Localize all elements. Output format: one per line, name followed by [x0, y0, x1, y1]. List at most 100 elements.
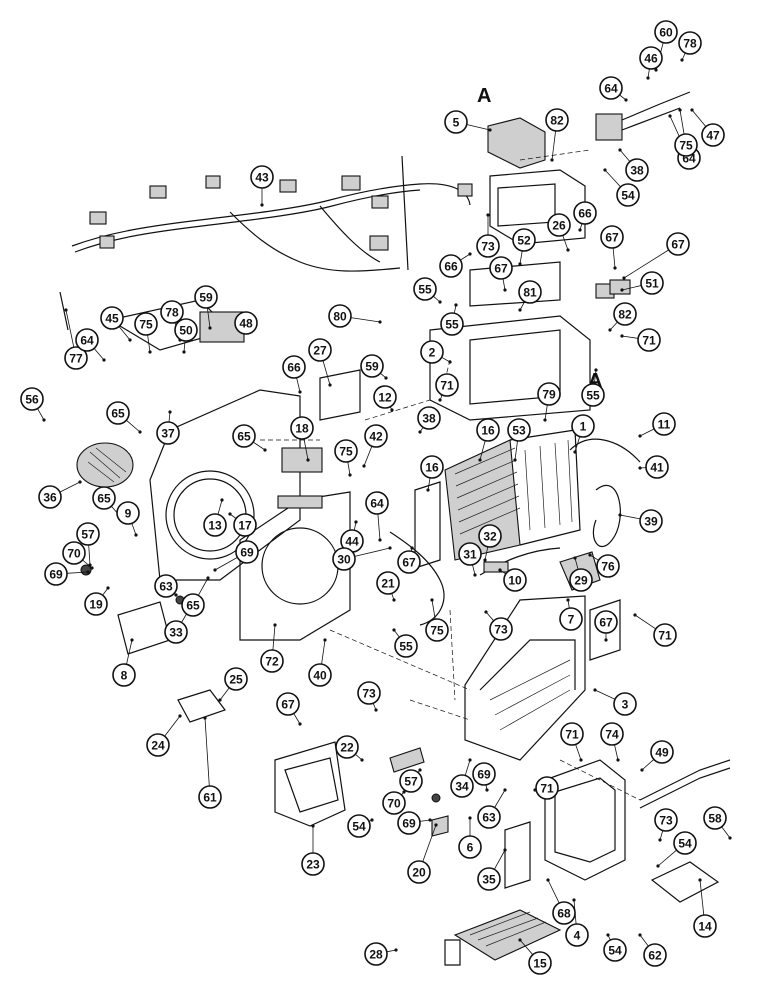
callout-circle [112, 663, 136, 687]
part-callout-66: 66 [282, 355, 306, 379]
leader-arrowhead [578, 228, 582, 232]
part-callout-65: 65 [181, 593, 205, 617]
leader-line [296, 377, 301, 393]
leader-arrowhead [213, 568, 217, 572]
leader-arrowhead [298, 722, 302, 726]
callout-number: 67 [494, 262, 508, 276]
callout-circle [146, 733, 170, 757]
leader-line [562, 235, 569, 251]
leader-arrowhead [311, 824, 315, 828]
callout-number: 11 [658, 418, 671, 432]
part-callout-75: 75 [334, 439, 358, 463]
leader-arrowhead [728, 836, 732, 840]
part-callout-50: 50 [174, 318, 198, 342]
part-callout-39: 39 [639, 509, 663, 533]
callout-number: 58 [708, 812, 722, 826]
leader-line [66, 571, 89, 574]
part-callout-10: 10 [503, 568, 527, 592]
part-callout-66: 66 [573, 201, 597, 225]
callout-number: 36 [43, 491, 57, 505]
callout-number: 69 [240, 546, 254, 560]
part-callout-14: 14 [693, 914, 717, 938]
callout-number: 67 [605, 231, 619, 245]
leader-arrowhead [579, 758, 583, 762]
callout-circle [552, 901, 576, 925]
wiring-harness [71, 155, 473, 272]
leader-line [164, 715, 181, 737]
leader-line [519, 301, 526, 311]
callout-number: 13 [208, 519, 222, 533]
callout-number: 1 [580, 420, 587, 434]
leader-arrowhead [484, 610, 488, 614]
leader-line [679, 109, 685, 135]
callout-number: 77 [69, 352, 83, 366]
leader-line [118, 326, 131, 341]
leader-line [593, 369, 597, 385]
callout-number: 55 [418, 283, 432, 297]
callout-number: 41 [650, 461, 664, 475]
leader-arrowhead [656, 864, 660, 868]
callout-circle [235, 540, 259, 564]
leader-arrowhead [478, 458, 482, 462]
part-callout-35: 35 [477, 867, 501, 891]
callout-number: 55 [445, 318, 459, 332]
leader-arrowhead [263, 448, 267, 452]
callout-circle [373, 385, 397, 409]
part-callout-41: 41 [645, 455, 669, 479]
leader-arrowhead [134, 533, 138, 537]
part-callout-65: 65 [232, 424, 256, 448]
leader-arrowhead [566, 248, 570, 252]
callout-circle [62, 541, 86, 565]
part-callout-26: 26 [547, 213, 571, 237]
part-callout-58: 58 [703, 806, 727, 830]
callout-number: 49 [655, 746, 669, 760]
callout-circle [116, 501, 140, 525]
leader-arrowhead [588, 553, 592, 557]
part-callout-33: 33 [164, 620, 188, 644]
callout-number: 14 [698, 920, 712, 934]
part-callout-42: 42 [364, 424, 388, 448]
callout-number: 65 [97, 492, 111, 506]
callout-number: 63 [482, 811, 496, 825]
callout-circle [512, 228, 536, 252]
callout-number: 38 [630, 164, 644, 178]
part-callout-82: 82 [613, 302, 637, 326]
callout-circle [364, 942, 388, 966]
part-callout-64: 64 [599, 76, 623, 100]
callout-number: 67 [671, 238, 685, 252]
leader-arrowhead [646, 76, 650, 80]
leader-line [594, 689, 616, 700]
callout-number: 78 [683, 37, 697, 51]
callout-circle [84, 592, 108, 616]
callout-number: 57 [81, 528, 95, 542]
leader-line [691, 109, 707, 127]
leader-arrowhead [606, 933, 610, 937]
callout-circle [666, 232, 690, 256]
leader-arrowhead [485, 788, 489, 792]
callout-circle [301, 852, 325, 876]
callout-number: 44 [345, 535, 359, 549]
callout-number: 80 [333, 310, 347, 324]
leader-arrowhead [148, 350, 152, 354]
leader-arrowhead [410, 546, 414, 550]
callout-circle [308, 338, 332, 362]
leader-arrowhead [593, 688, 597, 692]
callout-number: 23 [306, 858, 320, 872]
part-callout-6: 6 [458, 835, 482, 859]
callout-number: 62 [648, 949, 662, 963]
leader-line [575, 744, 582, 761]
callout-number: 76 [601, 560, 615, 574]
part-callout-60: 60 [654, 20, 678, 44]
callout-circle [559, 607, 583, 631]
callout-number: 60 [659, 26, 673, 40]
part-callout-73: 73 [489, 617, 513, 641]
callout-circle [528, 951, 552, 975]
part-callout-3: 3 [613, 692, 637, 716]
callout-circle [360, 354, 384, 378]
callout-circle [420, 340, 444, 364]
part-callout-54: 54 [603, 938, 627, 962]
part-callout-70: 70 [382, 791, 406, 815]
callout-circle [645, 455, 669, 479]
leader-arrowhead [518, 938, 522, 942]
leader-arrowhead [594, 368, 598, 372]
